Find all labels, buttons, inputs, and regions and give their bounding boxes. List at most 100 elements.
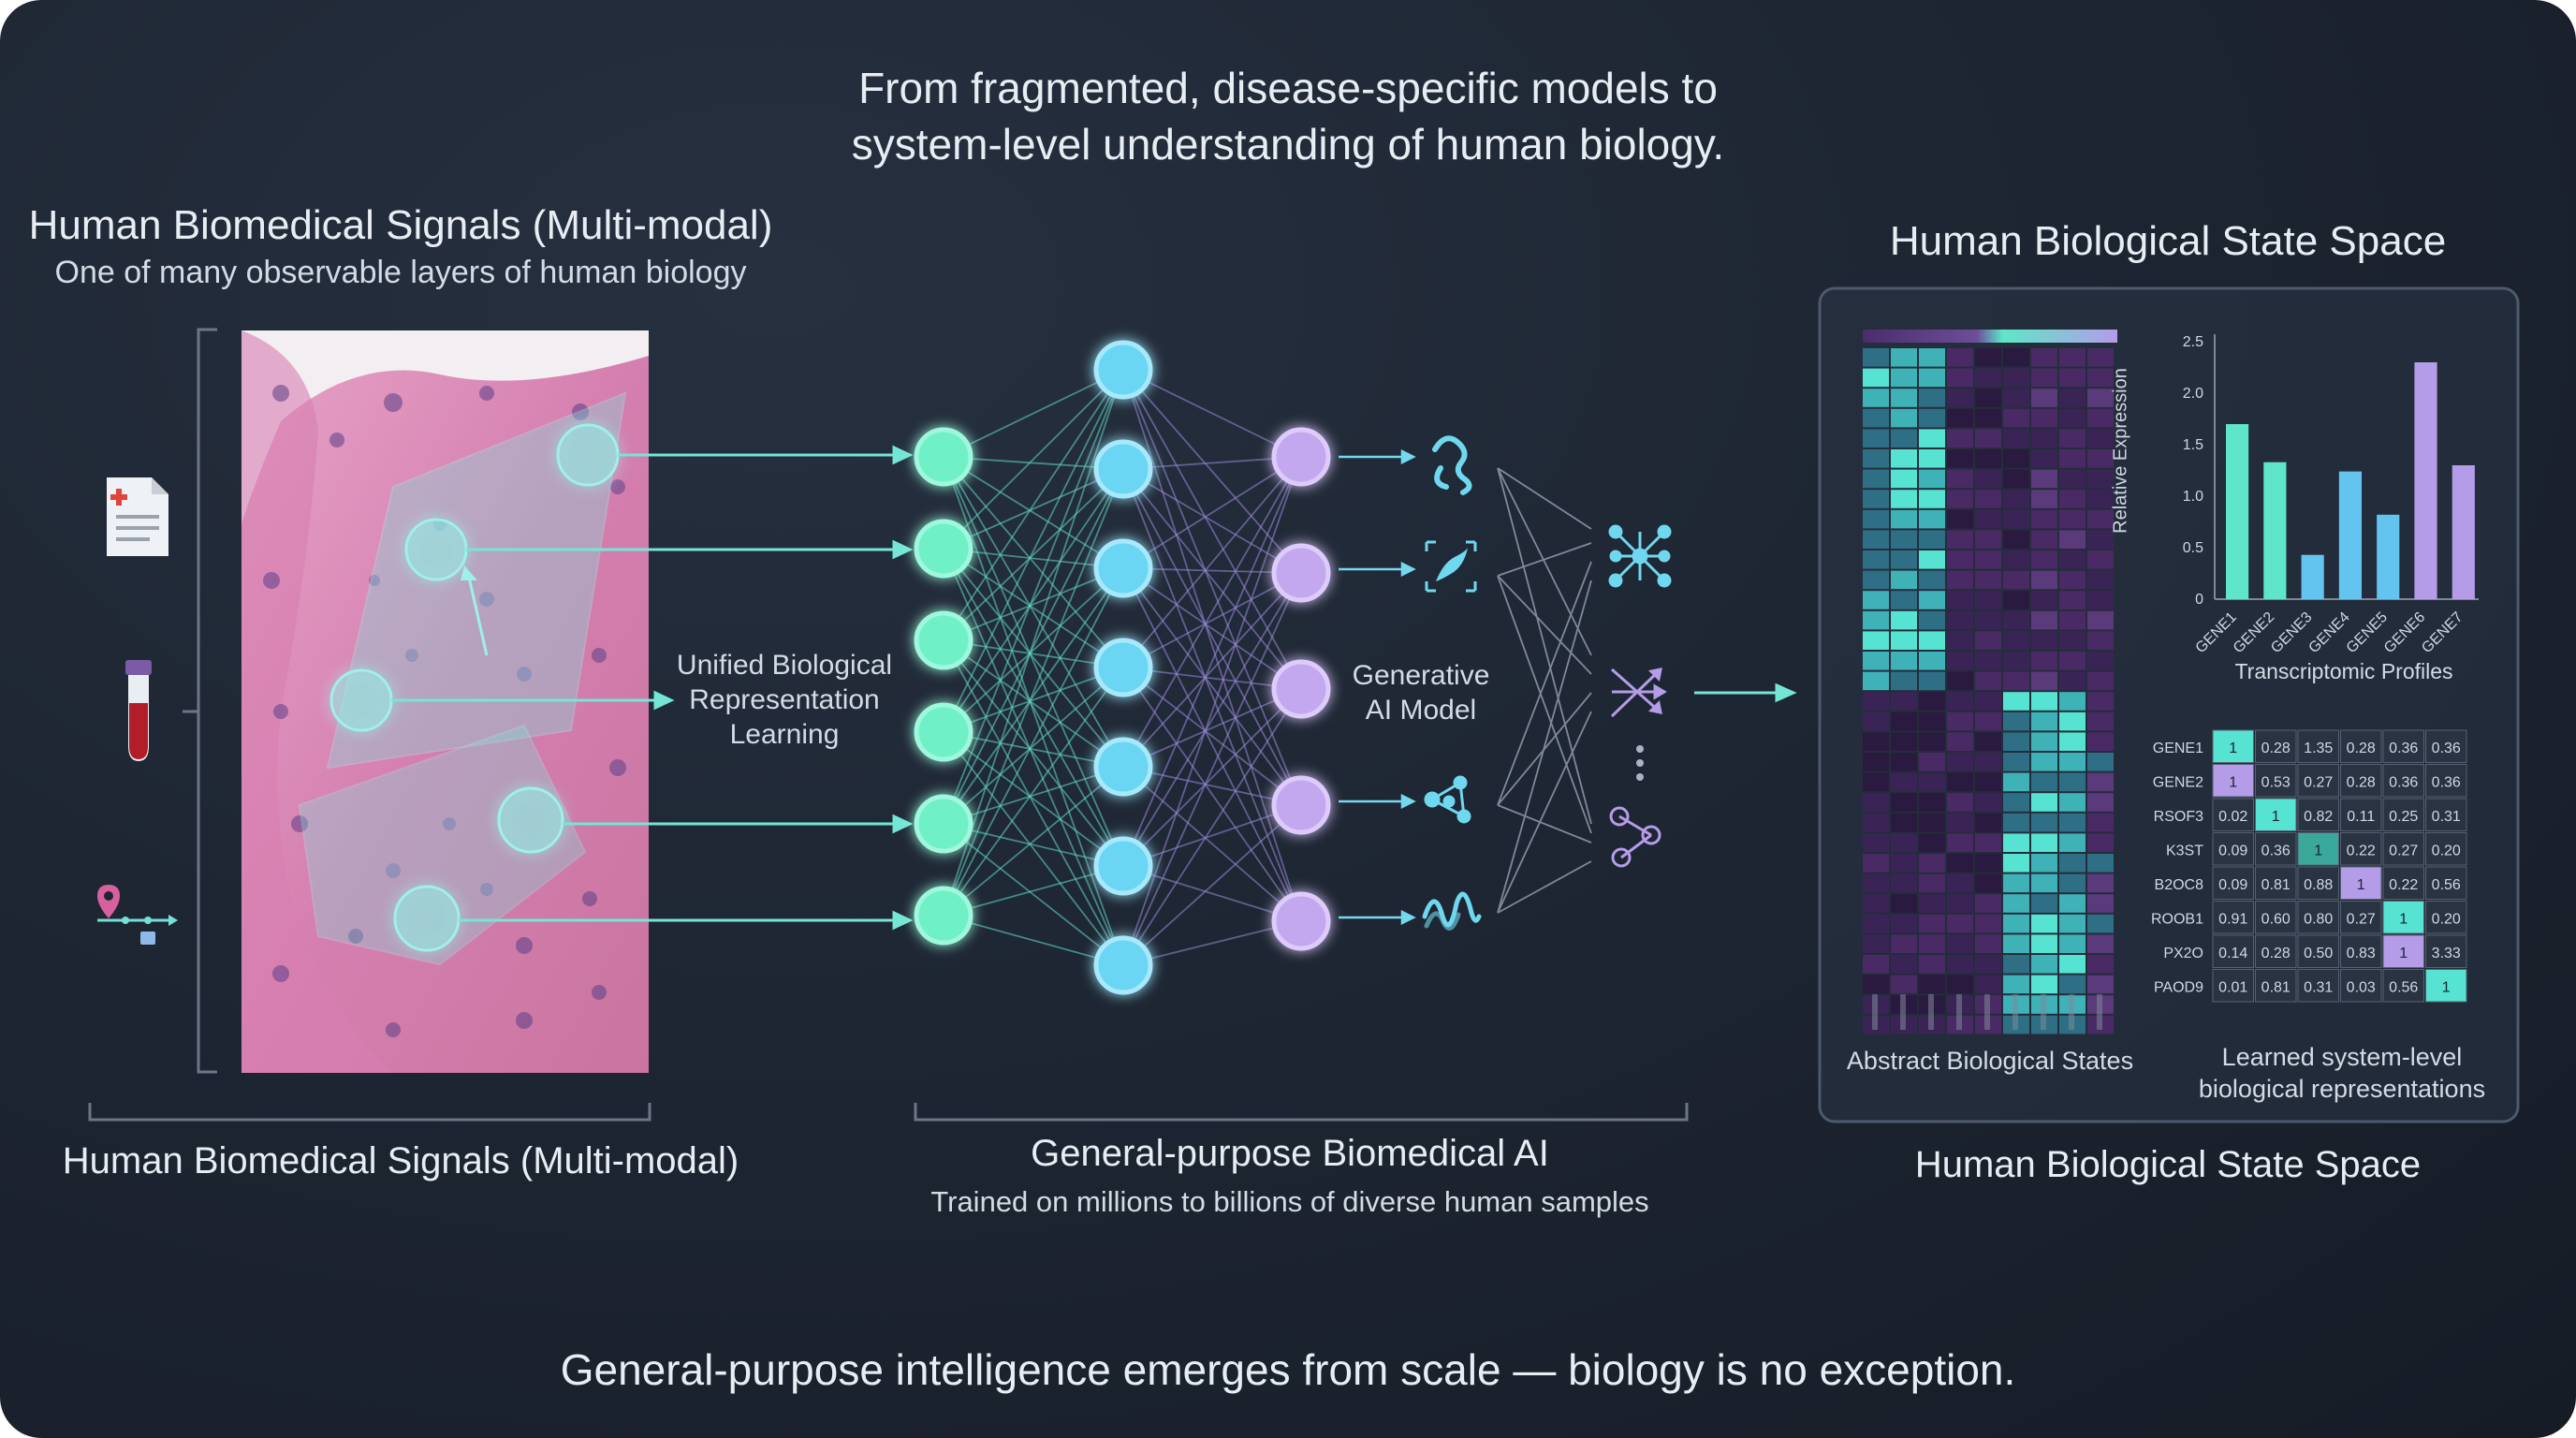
- heatmap-cell: [1947, 894, 1973, 913]
- heatmap-cell: [1947, 550, 1973, 569]
- matrix-cell: [2297, 901, 2339, 934]
- network-node-layer2-4: [1093, 638, 1153, 697]
- heatmap-cell: [2059, 631, 2086, 650]
- heatmap-cell: [1891, 610, 1917, 630]
- network-node-layer3-1: [1271, 427, 1331, 487]
- document-icon: [107, 477, 168, 556]
- heatmap-cell: [1919, 692, 1945, 711]
- heatmap-caption: Abstract Biological States: [1846, 1047, 2134, 1075]
- heatmap-cell: [1891, 813, 1917, 832]
- network-edge: [943, 823, 1124, 966]
- heatmap-cell: [1863, 389, 1889, 407]
- heatmap-cell: [1863, 894, 1889, 913]
- heatmap-cell: [2087, 469, 2114, 489]
- heatmap-cell: [2031, 671, 2057, 691]
- matrix-cell: [2382, 866, 2424, 900]
- matrix-row-label: ROOB1: [2151, 912, 2203, 928]
- heatmap-cell: [2003, 772, 2029, 792]
- network-edge: [943, 468, 1124, 550]
- heatmap-cell: [1891, 873, 1917, 893]
- heatmap-cell: [2087, 348, 2114, 367]
- heatmap: [1863, 348, 2114, 1034]
- heatmap-cell: [1863, 449, 1889, 468]
- heatmap-cell: [1975, 894, 2001, 913]
- network-edge: [943, 766, 1124, 917]
- matrix-cell: [2425, 764, 2467, 798]
- heatmap-cell: [1919, 368, 1945, 388]
- matrix-cell-value: 0.50: [2304, 946, 2333, 961]
- heatmap-cell: [2059, 348, 2086, 367]
- heatmap-cell: [1947, 591, 1973, 609]
- matrix-caption: Learned system-level biological represen…: [2199, 1041, 2485, 1105]
- matrix-cell-value: 0.01: [2218, 980, 2247, 996]
- molecule-icon: [1425, 540, 1477, 593]
- matrix-cell: [2382, 729, 2424, 763]
- heatmap-cell: [1919, 389, 1945, 407]
- heatmap-cell: [2087, 833, 2114, 852]
- heatmap-cell: [1863, 934, 1889, 953]
- heatmap-cell: [2003, 550, 2029, 569]
- heatmap-cell: [2031, 772, 2057, 792]
- heatmap-cell: [2003, 671, 2029, 691]
- matrix-cell: [2340, 764, 2382, 798]
- heatmap-cell: [2059, 955, 2086, 974]
- y-tick-label: 2.0: [2183, 386, 2203, 402]
- heatmap-cell: [1975, 591, 2001, 609]
- heatmap-cell: [2031, 753, 2057, 771]
- network-edge: [1122, 865, 1302, 922]
- heatmap-cell: [1863, 591, 1889, 609]
- heatmap-cell: [1891, 530, 1917, 549]
- heatmap-cell: [2003, 692, 2029, 711]
- left-bracket: [197, 328, 217, 1074]
- heatmap-cell: [2031, 429, 2057, 448]
- heatmap-cell: [1975, 692, 2001, 711]
- heatmap-cell: [2087, 652, 2114, 670]
- network-node-layer2-3: [1093, 538, 1153, 598]
- heatmap-cell: [1919, 671, 1945, 691]
- heatmap-cell: [1891, 692, 1917, 711]
- matrix-cell-value: 0.09: [2218, 877, 2247, 893]
- heatmap-cell: [2031, 368, 2057, 388]
- matrix-cell: [2212, 764, 2254, 798]
- heatmap-cell: [2003, 509, 2029, 529]
- heatmap-cell: [2059, 873, 2086, 893]
- heatmap-column-tick: [2069, 994, 2074, 1030]
- network-node-layer2-2: [1093, 439, 1153, 499]
- heatmap-cell: [2003, 854, 2029, 873]
- network-edge: [1122, 468, 1302, 690]
- heatmap-cell: [2031, 570, 2057, 590]
- network-edge: [1122, 456, 1302, 768]
- heatmap-cell: [1863, 550, 1889, 569]
- matrix-cell: [2340, 934, 2382, 968]
- network-edge: [943, 548, 1124, 867]
- network-edge: [1122, 456, 1302, 470]
- y-tick-label: 0.5: [2183, 540, 2203, 556]
- heatmap-cell: [1891, 833, 1917, 852]
- network-edge: [1122, 567, 1302, 574]
- matrix-cell: [2382, 934, 2424, 968]
- heatmap-cell: [1947, 368, 1973, 388]
- heatmap-cell: [2059, 652, 2086, 670]
- heatmap-cell: [1863, 530, 1889, 549]
- heatmap-cell: [2031, 389, 2057, 407]
- matrix-cell-value: 1: [2442, 980, 2451, 996]
- heatmap-cell: [1863, 772, 1889, 792]
- network-node-layer1-1: [914, 427, 973, 487]
- matrix-cell: [2340, 832, 2382, 866]
- heatmap-cell: [1947, 833, 1973, 852]
- heatmap-cell: [1919, 490, 1945, 508]
- network-edge: [1122, 766, 1302, 806]
- network-edge: [943, 548, 1124, 768]
- network-edge: [943, 766, 1124, 825]
- network-edge: [943, 667, 1124, 733]
- heatmap-cell: [1975, 469, 2001, 489]
- bar-gene5: [2377, 514, 2400, 599]
- matrix-cell: [2255, 798, 2297, 831]
- heatmap-cell: [2087, 873, 2114, 893]
- heatmap-cell: [2059, 550, 2086, 569]
- heatmap-cell: [2003, 429, 2029, 448]
- matrix-cell: [2382, 832, 2424, 866]
- matrix-cell-value: 3.33: [2432, 946, 2461, 961]
- heatmap-cell: [2003, 873, 2029, 893]
- heatmap-cell: [1863, 753, 1889, 771]
